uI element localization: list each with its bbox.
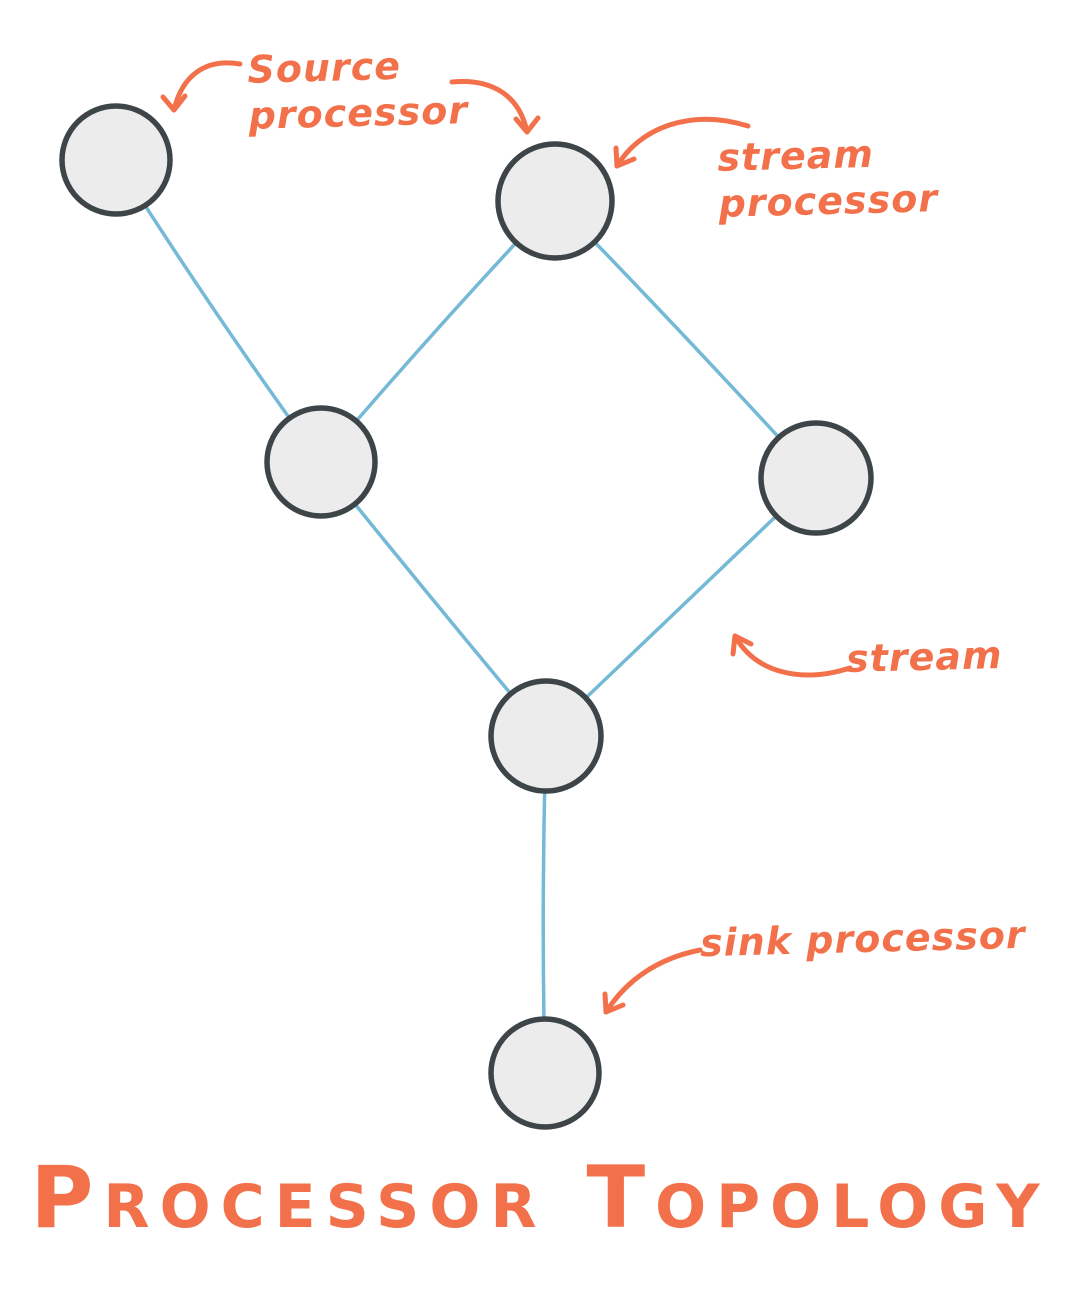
annotation-arrows — [160, 60, 853, 1015]
source-processor-left-arrow — [160, 60, 243, 113]
stream-processor-arrow — [613, 116, 751, 169]
processor-node-top-center — [495, 141, 615, 261]
source-processor-label: Source processor — [247, 41, 469, 139]
arrow-shaft — [449, 78, 530, 135]
sink-processor-label: sink processor — [699, 912, 1027, 966]
stream-processor-label-line2: processor — [718, 176, 939, 227]
stream-processor-label-line1: stream — [716, 131, 875, 180]
arrow-head — [160, 93, 188, 113]
arrow-head — [730, 633, 754, 657]
processor-node-center — [488, 678, 604, 794]
processor-nodes-fill — [59, 103, 874, 1130]
processor-node-mid-left — [264, 405, 378, 519]
stream-arrow — [730, 633, 853, 678]
arrow-head — [602, 991, 626, 1015]
arrow-shaft — [171, 60, 243, 113]
arrow-head — [613, 145, 637, 169]
source-processor-right-arrow — [449, 78, 541, 135]
processor-node-mid-right — [758, 420, 874, 536]
stream-processor-label: stream processor — [717, 129, 939, 227]
source-processor-label-line2: processor — [248, 88, 469, 139]
processor-node-top-left — [59, 103, 173, 217]
sink-processor-arrow — [602, 947, 703, 1015]
processor-nodes — [59, 103, 874, 1130]
processor-node-bottom — [488, 1016, 602, 1130]
arrow-shaft — [614, 116, 751, 169]
arrow-head — [513, 115, 541, 135]
arrow-shaft — [732, 633, 853, 678]
stream-label: stream — [845, 632, 1004, 682]
diagram-title: Processor Topology — [30, 1148, 1050, 1248]
source-processor-label-line1: Source — [246, 43, 402, 92]
arrow-shaft — [603, 947, 703, 1015]
